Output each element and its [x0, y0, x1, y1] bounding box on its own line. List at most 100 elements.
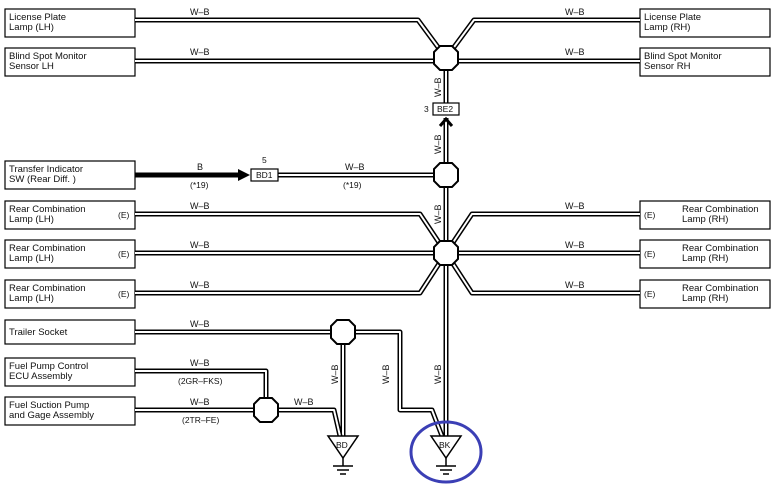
- junction-trailer: [330, 319, 356, 345]
- junction-top: [433, 45, 459, 71]
- connector-label: BD1: [256, 170, 273, 180]
- wire-label: W–B: [190, 397, 210, 407]
- wire-label: W–B: [294, 397, 314, 407]
- component-label: Lamp (RH): [682, 253, 728, 264]
- connector-pin: 3: [424, 104, 429, 114]
- wire-labels: W–B W–B W–B W–B B (*19) W–B (*19) W–B W–…: [178, 7, 585, 425]
- wire-note: (*19): [190, 180, 209, 190]
- component-rear-combination-lamp-lh-3: Rear Combination Lamp (LH) (E): [4, 279, 136, 309]
- wire-label: W–B: [190, 358, 210, 368]
- wire-note: (*19): [343, 180, 362, 190]
- wire-label-vertical: W–B: [381, 364, 391, 384]
- component-label: Rear Combination: [682, 204, 759, 215]
- component-fuel-pump-control-ecu: Fuel Pump Control ECU Assembly: [4, 357, 136, 387]
- component-label: Rear Combination: [9, 283, 86, 294]
- wire-label-black: B: [197, 162, 203, 172]
- wire-label: W–B: [190, 280, 210, 290]
- junction-fuel: [253, 397, 279, 423]
- wire-label: W–B: [190, 201, 210, 211]
- component-label: License Plate: [644, 12, 701, 23]
- component-label: Lamp (LH): [9, 293, 54, 304]
- wire-label: W–B: [190, 319, 210, 329]
- component-label: License Plate: [9, 12, 66, 23]
- wire-rcl-rh-3: [443, 251, 640, 296]
- component-label: Sensor RH: [644, 61, 691, 72]
- wire-label: W–B: [565, 240, 585, 250]
- component-label: Lamp (RH): [682, 293, 728, 304]
- component-label: Fuel Suction Pump: [9, 400, 89, 411]
- wire-rcl-lh-3: [135, 251, 449, 296]
- component-label: Rear Combination: [9, 243, 86, 254]
- component-label: Blind Spot Monitor: [644, 51, 722, 62]
- component-blind-spot-sensor-lh: Blind Spot Monitor Sensor LH: [4, 47, 136, 77]
- ground-bk: BK: [429, 435, 463, 475]
- component-transfer-indicator-sw: Transfer Indicator SW (Rear Diff. ): [4, 160, 136, 190]
- component-label: Sensor LH: [9, 61, 54, 72]
- highlight-circle: [409, 420, 483, 484]
- wire-rcl-lh-1: [135, 211, 449, 255]
- connector-pin: 5: [262, 155, 267, 165]
- wire-label-vertical: W–B: [433, 77, 443, 97]
- connector-e-label: (E): [644, 249, 656, 259]
- junction-bd1: [433, 162, 459, 188]
- component-label: ECU Assembly: [9, 371, 73, 382]
- component-label: Rear Combination: [9, 204, 86, 215]
- component-label: Transfer Indicator: [9, 164, 83, 175]
- component-label: Lamp (LH): [9, 253, 54, 264]
- connector-e-label: (E): [118, 210, 130, 220]
- component-license-plate-lamp-rh: License Plate Lamp (RH): [639, 8, 771, 38]
- ground-label: BK: [439, 440, 451, 450]
- wire-transfer-black: [135, 169, 250, 181]
- wire-label: W–B: [190, 240, 210, 250]
- connector-e-label: (E): [644, 289, 656, 299]
- component-rear-combination-lamp-rh-2: (E) Rear Combination Lamp (RH): [639, 239, 771, 269]
- wire-trailer-bk: [343, 329, 445, 437]
- component-label: Fuel Pump Control: [9, 361, 88, 372]
- wire-license-plate-rh: [443, 17, 640, 60]
- wire-label-vertical: W–B: [433, 204, 443, 224]
- wire-label: W–B: [345, 162, 365, 172]
- wire-harness: [135, 17, 640, 437]
- connector-be2: BE2 3: [424, 102, 460, 116]
- wire-license-plate-lh: [135, 17, 449, 60]
- component-license-plate-lamp-lh: License Plate Lamp (LH): [4, 8, 136, 38]
- wire-rcl-rh-1: [443, 211, 640, 255]
- wire-label: W–B: [565, 201, 585, 211]
- component-label: Lamp (RH): [644, 22, 690, 33]
- wire-label: W–B: [565, 7, 585, 17]
- component-fuel-suction-pump: Fuel Suction Pump and Gage Assembly: [4, 396, 136, 426]
- component-label: SW (Rear Diff. ): [9, 174, 76, 185]
- component-trailer-socket: Trailer Socket: [4, 319, 136, 345]
- wire-label: W–B: [190, 7, 210, 17]
- connector-bd1: BD1 5: [250, 155, 279, 182]
- connector-e-label: (E): [118, 249, 130, 259]
- connector-e-label: (E): [118, 289, 130, 299]
- component-label: Rear Combination: [682, 243, 759, 254]
- wire-label-vertical: W–B: [433, 364, 443, 384]
- wire-note: (2GR–FKS): [178, 376, 223, 386]
- junction-rear-lamps: [433, 240, 459, 266]
- component-rear-combination-lamp-lh-1: Rear Combination Lamp (LH) (E): [4, 200, 136, 230]
- ground-label: BD: [336, 440, 348, 450]
- connector-label: BE2: [437, 104, 453, 114]
- wire-label: W–B: [565, 47, 585, 57]
- component-label: Rear Combination: [682, 283, 759, 294]
- connector-e-label: (E): [644, 210, 656, 220]
- component-label: Lamp (RH): [682, 214, 728, 225]
- component-label: Blind Spot Monitor: [9, 51, 87, 62]
- ground-bd: BD: [326, 435, 360, 475]
- component-label: Lamp (LH): [9, 214, 54, 225]
- wire-label-vertical: W–B: [330, 364, 340, 384]
- component-rear-combination-lamp-lh-2: Rear Combination Lamp (LH) (E): [4, 239, 136, 269]
- component-label: and Gage Assembly: [9, 410, 94, 421]
- wire-label: W–B: [190, 47, 210, 57]
- component-label: Trailer Socket: [9, 327, 68, 338]
- arrow-into-be2: [438, 116, 454, 127]
- wire-label: W–B: [565, 280, 585, 290]
- component-rear-combination-lamp-rh-3: (E) Rear Combination Lamp (RH): [639, 279, 771, 309]
- component-label: Lamp (LH): [9, 22, 54, 33]
- wire-label-vertical: W–B: [433, 134, 443, 154]
- component-rear-combination-lamp-rh-1: (E) Rear Combination Lamp (RH): [639, 200, 771, 230]
- component-blind-spot-sensor-rh: Blind Spot Monitor Sensor RH: [639, 47, 771, 77]
